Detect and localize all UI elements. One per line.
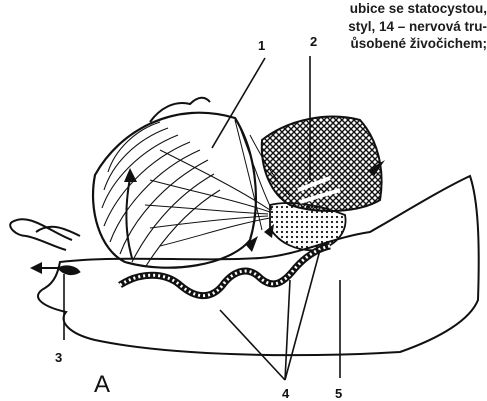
label-3: 3 xyxy=(55,350,62,365)
arrowhead-small xyxy=(264,224,274,238)
label-4: 4 xyxy=(282,386,290,401)
dorsal-structure xyxy=(150,98,210,122)
exit-arrowhead xyxy=(30,262,42,274)
flow-arrow-sac xyxy=(127,178,133,258)
label-1: 1 xyxy=(258,38,265,53)
label-5: 5 xyxy=(335,386,342,401)
panel-label: A xyxy=(94,371,110,398)
intestine-tube-inner xyxy=(120,246,330,296)
head-tentacles xyxy=(10,219,80,250)
label-2: 2 xyxy=(310,34,317,49)
intestine-tube xyxy=(120,246,330,296)
